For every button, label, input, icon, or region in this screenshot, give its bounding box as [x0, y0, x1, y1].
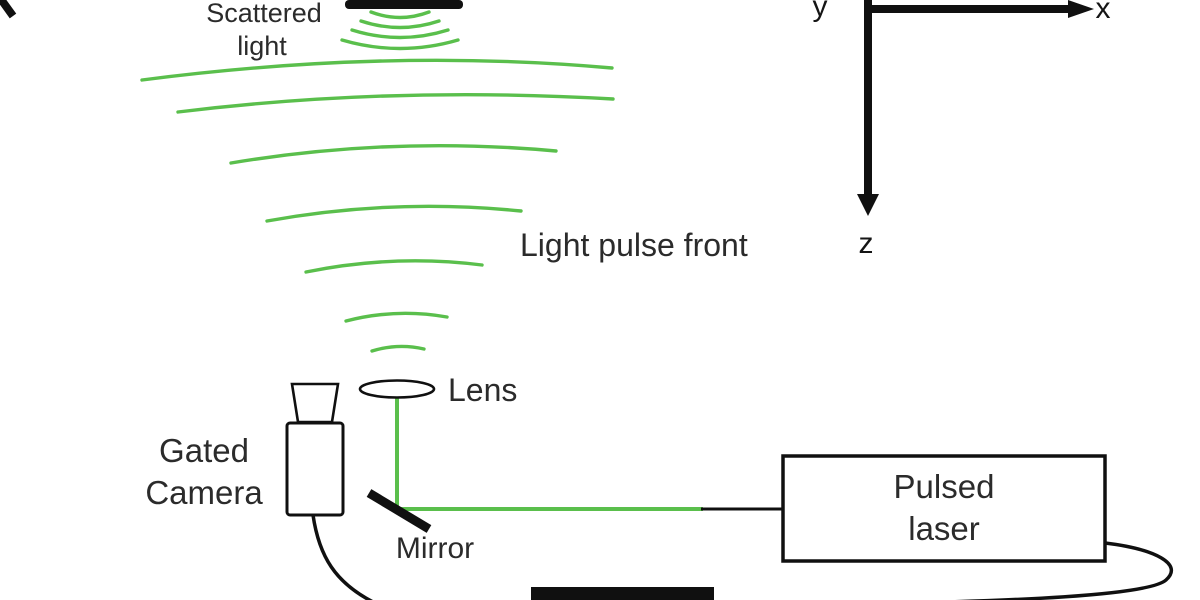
mirror-label: Mirror	[396, 532, 474, 565]
camera-body	[285, 421, 345, 517]
scattered-light-label-line2: light	[237, 31, 287, 61]
z-axis-arrowhead	[857, 194, 879, 216]
wavefront-arc-3	[229, 143, 558, 165]
gated-camera-label-line1: Gated	[159, 432, 249, 469]
scattered-light-label-line1: Scattered	[206, 0, 322, 28]
wavefront-arc-6	[344, 311, 449, 323]
scatter-ripple-arc-2	[359, 19, 441, 30]
x-axis-arrowhead	[1068, 0, 1094, 18]
lens-shape	[358, 379, 436, 399]
wavefront-arc-4	[265, 204, 523, 223]
scatter-ripple-arc-3	[350, 28, 450, 40]
object-bar	[345, 0, 463, 9]
camera-cable	[311, 514, 374, 600]
laser-cable	[955, 541, 1174, 600]
corner-mark	[0, 0, 17, 19]
gated-camera-label-line2: Camera	[145, 474, 263, 511]
pulsed-laser-box	[781, 454, 1107, 563]
camera-lens-hood	[290, 382, 340, 424]
lens-label: Lens	[448, 372, 517, 408]
wavefront-arc-5	[304, 259, 484, 274]
pulsed-laser-label-line2: laser	[908, 510, 980, 547]
axis-y-label: y	[813, 0, 828, 23]
axis-x-label: x	[1096, 0, 1111, 25]
wavefront-arc-2	[176, 92, 615, 114]
wavefront-arc-7	[370, 344, 426, 353]
scatter-ripple-arc-4	[340, 38, 460, 51]
axis-z-label: z	[859, 227, 874, 260]
wavefront-arc-1	[140, 58, 614, 82]
control-box	[531, 587, 714, 600]
mirror-shape	[366, 489, 432, 533]
scatter-ripple-arc-1	[369, 10, 431, 20]
pulsed-laser-label-line1: Pulsed	[894, 468, 995, 505]
light-pulse-front-label: Light pulse front	[520, 227, 748, 263]
